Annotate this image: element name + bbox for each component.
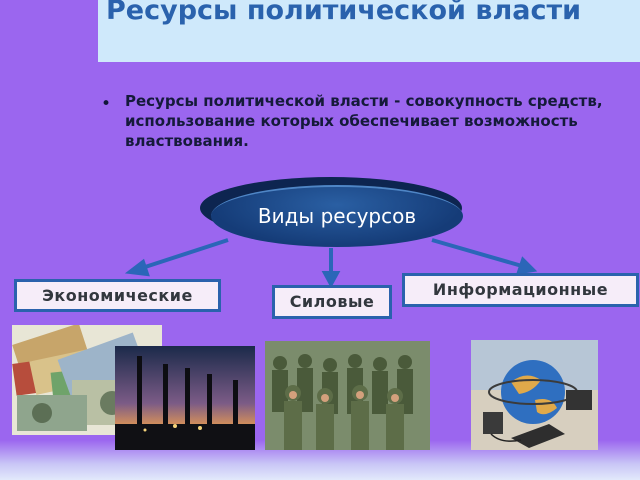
category-information: Информационные <box>402 273 639 307</box>
resource-types-oval: Виды ресурсов <box>211 185 463 247</box>
arrow-to-economic <box>141 238 229 270</box>
arrowhead-information <box>516 256 538 275</box>
power-plant-photo <box>115 346 255 450</box>
arrowhead-economic <box>124 258 150 277</box>
definition-text: Ресурсы политической власти - совокупнос… <box>125 92 603 150</box>
bullet-marker: • <box>101 94 112 114</box>
slide-title: Ресурсы политической власти <box>106 0 582 26</box>
category-economic: Экономические <box>14 279 221 312</box>
title-box: Ресурсы политической власти <box>98 0 640 62</box>
resource-types-label: Виды ресурсов <box>257 204 417 228</box>
arrow-to-information <box>431 238 523 268</box>
arrowhead-force <box>321 271 341 289</box>
globe-computer-photo <box>471 340 598 450</box>
category-force: Силовые <box>272 285 392 319</box>
soldiers-photo <box>265 341 430 450</box>
